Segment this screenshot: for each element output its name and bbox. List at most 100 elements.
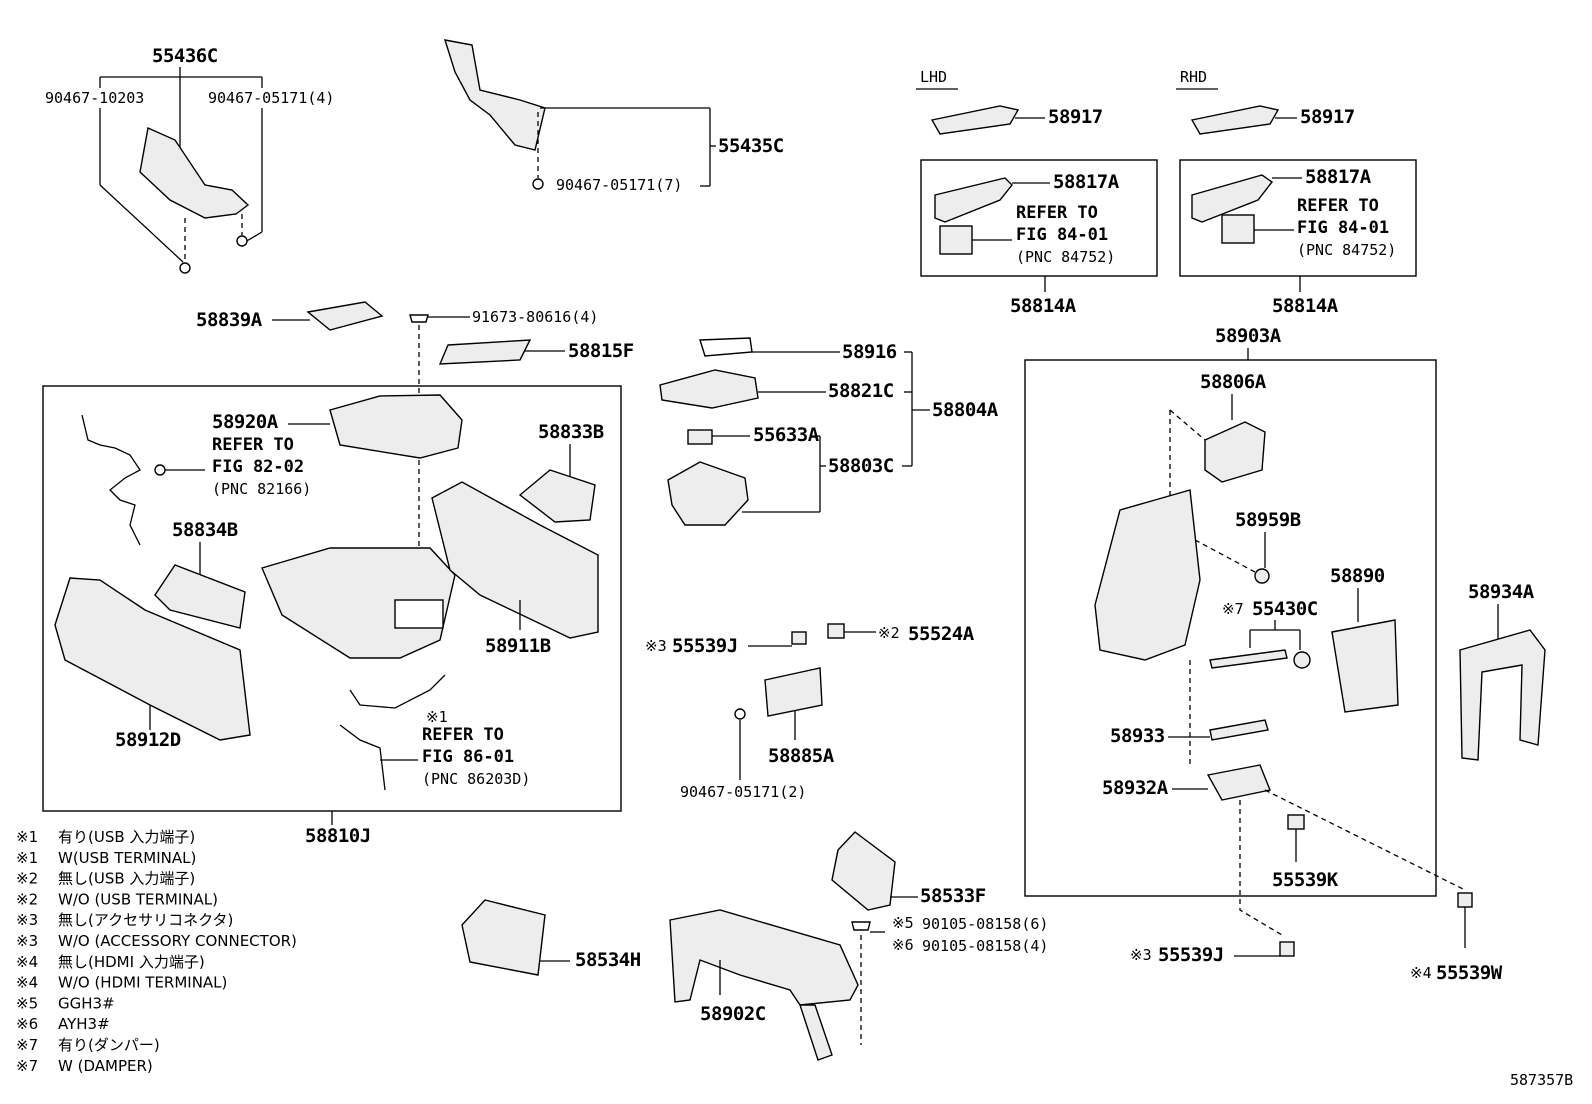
group-58885A: ※3 55539J ※2 55524A 58885A 90467-05171(2… xyxy=(645,623,975,801)
footnote-mark: ※6 xyxy=(16,1015,38,1033)
label-90467-05171-2: 90467-05171(2) xyxy=(680,783,806,801)
part-55633A xyxy=(687,429,713,445)
label-58912D: 58912D xyxy=(115,729,181,751)
footnote-text: AYH3# xyxy=(58,1015,110,1033)
mark-55539W: ※4 xyxy=(1410,964,1432,982)
part-58902C-leg xyxy=(799,1004,833,1061)
part-55539K xyxy=(1287,814,1305,830)
label-58916: 58916 xyxy=(842,341,897,363)
label-90467-05171-7: 90467-05171(7) xyxy=(556,176,682,194)
footnote-mark: ※5 xyxy=(16,994,38,1012)
label-90467-05171-4: 90467-05171(4) xyxy=(208,89,334,107)
refer-84-rhd-l1: REFER TO xyxy=(1297,196,1379,216)
label-58917-lhd: 58917 xyxy=(1048,106,1103,128)
refer-86-l2: FIG 86-01 xyxy=(422,747,514,767)
label-58902C: 58902C xyxy=(700,1003,766,1025)
box-58903A xyxy=(1024,359,1437,897)
footnote-text: GGH3# xyxy=(58,994,115,1012)
mark-90105-4: ※6 xyxy=(892,936,914,954)
label-58533F: 58533F xyxy=(920,885,986,907)
footnote-mark: ※7 xyxy=(16,1057,38,1075)
label-58917-rhd: 58917 xyxy=(1300,106,1355,128)
part-84752-rhd xyxy=(1221,214,1255,244)
mark-86-ref: ※1 xyxy=(426,708,448,726)
footnote-text: 有り(ダンパー) xyxy=(58,1036,160,1054)
footnote-mark: ※1 xyxy=(16,828,38,846)
part-58903A-frame xyxy=(1094,489,1201,661)
part-58911B xyxy=(431,481,599,639)
label-90105-6: 90105-08158(6) xyxy=(922,915,1048,933)
label-58959B: 58959B xyxy=(1235,509,1301,531)
refer-84-rhd-l3: (PNC 84752) xyxy=(1297,241,1396,259)
footnote-mark: ※1 xyxy=(16,849,38,867)
label-58833B: 58833B xyxy=(538,421,604,443)
mark-55430C: ※7 xyxy=(1222,600,1244,618)
refer-82-l2: FIG 82-02 xyxy=(212,457,304,477)
part-58821C xyxy=(659,369,759,409)
part-55430C-cap xyxy=(1293,651,1311,669)
part-58933 xyxy=(1209,719,1269,741)
label-58885A: 58885A xyxy=(768,745,835,767)
label-55633A: 55633A xyxy=(753,424,820,446)
label-55539J-b: 55539J xyxy=(1158,944,1224,966)
label-58534H: 58534H xyxy=(575,949,641,971)
label-58932A: 58932A xyxy=(1102,777,1169,799)
footnote-mark: ※4 xyxy=(16,953,38,971)
group-rhd: RHD 58917 58817A REFER TO FIG 84-01 (PNC… xyxy=(1176,68,1417,317)
mark-55539J-a: ※3 xyxy=(645,637,667,655)
footnote-mark: ※7 xyxy=(16,1036,38,1054)
label-58814A-rhd: 58814A xyxy=(1272,295,1339,317)
clip-90467-05171-7 xyxy=(532,178,544,190)
part-55430C-damper xyxy=(1209,649,1288,669)
label-58933: 58933 xyxy=(1110,725,1165,747)
label-91673: 91673-80616(4) xyxy=(472,308,598,326)
footnote-text: 有り(USB 入力端子) xyxy=(58,828,195,846)
part-58932A xyxy=(1206,764,1271,801)
footnote-mark: ※2 xyxy=(16,890,38,908)
mark-55524A: ※2 xyxy=(878,624,900,642)
clip-90467-05171 xyxy=(236,235,248,247)
footnote-text: 無し(HDMI 入力端子) xyxy=(58,953,205,971)
group-55435C: 55435C 90467-05171(7) xyxy=(443,39,784,194)
group-58902C: 58902C xyxy=(669,909,859,1061)
label-58834B: 58834B xyxy=(172,519,238,541)
part-58839A xyxy=(306,301,384,331)
label-58911B: 58911B xyxy=(485,635,551,657)
footnote-text: W(USB TERMINAL) xyxy=(58,849,196,867)
label-58815F: 58815F xyxy=(568,340,634,362)
label-58806A: 58806A xyxy=(1200,371,1267,393)
part-58912D xyxy=(54,577,251,741)
part-55524A xyxy=(827,623,845,639)
connector-82166 xyxy=(154,464,166,476)
wire-86203D xyxy=(339,674,446,791)
part-58885A xyxy=(764,667,823,717)
part-console-body xyxy=(261,547,456,659)
label-58817A-lhd: 58817A xyxy=(1053,171,1120,193)
label-55430C: 55430C xyxy=(1252,598,1318,620)
figure-id: 587357B xyxy=(1510,1071,1573,1089)
group-lhd: LHD 58917 58817A REFER TO FIG 84-01 (PNC… xyxy=(916,68,1158,317)
part-bin xyxy=(394,599,444,629)
label-58934A: 58934A xyxy=(1468,581,1535,603)
part-55435C xyxy=(443,39,546,151)
part-58916 xyxy=(699,337,753,357)
group-58810J: 58810J 58920A REFER TO FIG 82-02 (PNC 82… xyxy=(42,385,622,847)
label-55539J-a: 55539J xyxy=(672,635,738,657)
part-58815F xyxy=(438,339,532,365)
label-90467-10203: 90467-10203 xyxy=(45,89,144,107)
part-58917-lhd xyxy=(930,105,1020,135)
group-58839A: 58839A xyxy=(196,301,384,331)
refer-84-lhd-l1: REFER TO xyxy=(1016,203,1098,223)
box-lhd-58814A xyxy=(920,159,1158,277)
bolt-90105 xyxy=(851,921,871,931)
part-58817A-lhd xyxy=(934,177,1013,223)
label-58839A: 58839A xyxy=(196,309,263,331)
part-58803C xyxy=(667,461,749,526)
part-58920A xyxy=(329,394,463,459)
refer-82-l3: (PNC 82166) xyxy=(212,480,311,498)
part-58534H xyxy=(461,899,546,976)
part-55539W xyxy=(1457,892,1473,908)
part-58890 xyxy=(1331,619,1399,713)
